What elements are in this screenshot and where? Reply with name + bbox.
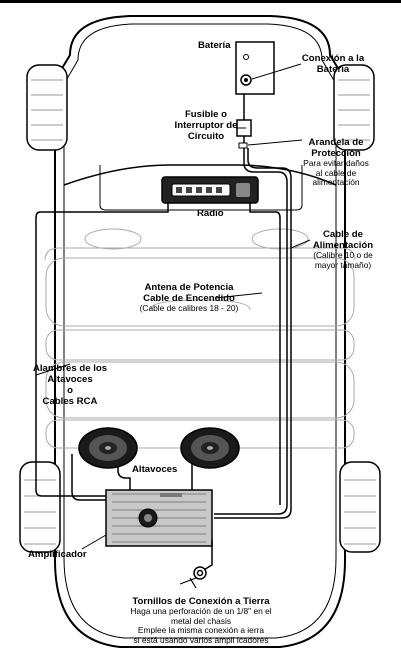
label-tornillos-line2: Haga una perforación de un 1/8" en el	[130, 606, 272, 617]
leader-lines	[35, 63, 311, 550]
speaker-left	[78, 427, 138, 469]
label-conexion-bateria: Conexión a la Batería	[300, 53, 366, 75]
label-radio: Radio	[197, 208, 224, 219]
label-tornillos-line4: Emplee la misma conexión a ierra	[137, 625, 265, 636]
battery	[235, 41, 275, 95]
label-arandela: Arandela de Protección Para evitar daños…	[300, 137, 372, 188]
label-alambres-altavoces: Alambres de los Altavoces o Cables RCA	[20, 363, 120, 407]
speakers	[78, 427, 240, 469]
label-alambres-line3: o	[67, 385, 73, 397]
label-fusible-line3: Circuito	[187, 131, 225, 143]
label-tornillos-line3: metal del chasis	[170, 615, 232, 626]
label-antena-line3: (Cable de calibres 18 - 20)	[139, 303, 239, 314]
label-tornillos-line5: si está usando varios ampli icadores	[133, 635, 269, 645]
amplifier	[105, 489, 213, 547]
label-fusible: Fusible o Interruptor de Circuito	[164, 109, 248, 142]
label-arandela-line3: Para evitar daños	[303, 158, 369, 169]
label-cable-alim-line3: (Calibre 10 o de	[313, 250, 373, 261]
label-bateria: Batería	[198, 40, 231, 51]
label-altavoces: Altavoces	[132, 464, 178, 475]
grommet	[238, 142, 248, 149]
label-cable-alim-line2: Alimentación	[312, 240, 374, 252]
label-arandela-line2: Protección	[311, 148, 361, 160]
label-fusible-line2: Interruptor de	[174, 120, 238, 132]
label-alambres-line2: Altavoces	[47, 374, 93, 386]
label-cable-alim-line1: Cable de	[323, 229, 363, 240]
label-arandela-line1: Arandela de	[308, 137, 364, 148]
label-antena-line1: Antena de Potencia	[144, 282, 234, 293]
label-antena-potencia: Antena de Potencia Cable de Encendido (C…	[110, 282, 268, 314]
label-alambres-line1: Alambres de los	[32, 363, 108, 374]
label-tornillos-tierra: Tornillos de Conexión a Tierra Haga una …	[80, 596, 322, 646]
label-fusible-line1: Fusible o	[184, 109, 228, 120]
label-cable-alimentacion: Cable de Alimentación (Calibre 10 o de m…	[305, 229, 381, 270]
ground-wire	[179, 540, 213, 589]
top-rule	[0, 0, 401, 3]
label-conexion-bateria-line2: Batería	[316, 64, 350, 76]
label-arandela-line4: al cable de	[315, 167, 357, 178]
label-cable-alim-line4: mayor tamaño)	[314, 259, 372, 270]
label-alambres-line4: Cables RCA	[42, 396, 98, 408]
label-arandela-line5: alimentación	[312, 177, 360, 188]
radio-head-unit	[161, 176, 259, 204]
speaker-right	[180, 427, 240, 469]
dashboard	[63, 164, 337, 211]
label-conexion-bateria-line1: Conexión a la	[301, 53, 365, 64]
label-antena-line2: Cable de Encendido	[143, 293, 235, 305]
power-wire	[214, 94, 292, 519]
seats	[44, 228, 356, 449]
label-amplificador: Amplificador	[28, 549, 87, 560]
wheels	[19, 64, 381, 553]
label-tornillos-line1: Tornillos de Conexión a Tierra	[132, 596, 270, 607]
